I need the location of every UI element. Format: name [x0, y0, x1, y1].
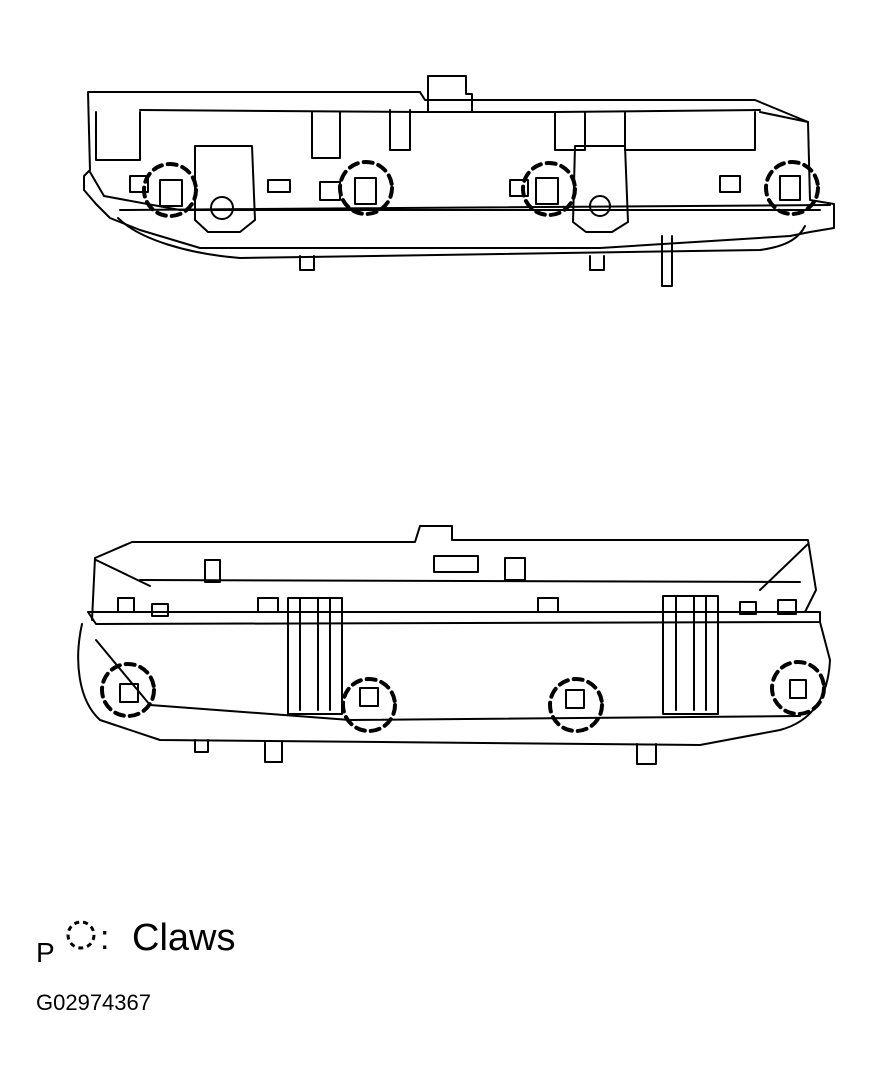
legend: P : Claws — [36, 912, 436, 972]
legend-claws-label: Claws — [132, 917, 236, 959]
claw-marker-top-1 — [142, 162, 198, 218]
claw-marker-bottom-2 — [341, 677, 397, 733]
dashed-circle-icon — [66, 920, 96, 950]
top-view-assembly — [83, 75, 835, 287]
claw-marker-top-2 — [338, 160, 394, 216]
claw-marker-top-3 — [521, 161, 577, 217]
bottom-view-assembly — [77, 525, 831, 765]
legend-prefix: P — [36, 937, 55, 968]
legend-colon: : — [100, 919, 110, 957]
claw-marker-top-4 — [764, 160, 820, 216]
claw-marker-bottom-1 — [100, 662, 156, 718]
claw-marker-bottom-4 — [770, 660, 826, 716]
figure-code: G02974367 — [36, 990, 151, 1015]
claw-marker-bottom-3 — [548, 677, 604, 733]
claw-removal-diagram — [77, 75, 835, 765]
